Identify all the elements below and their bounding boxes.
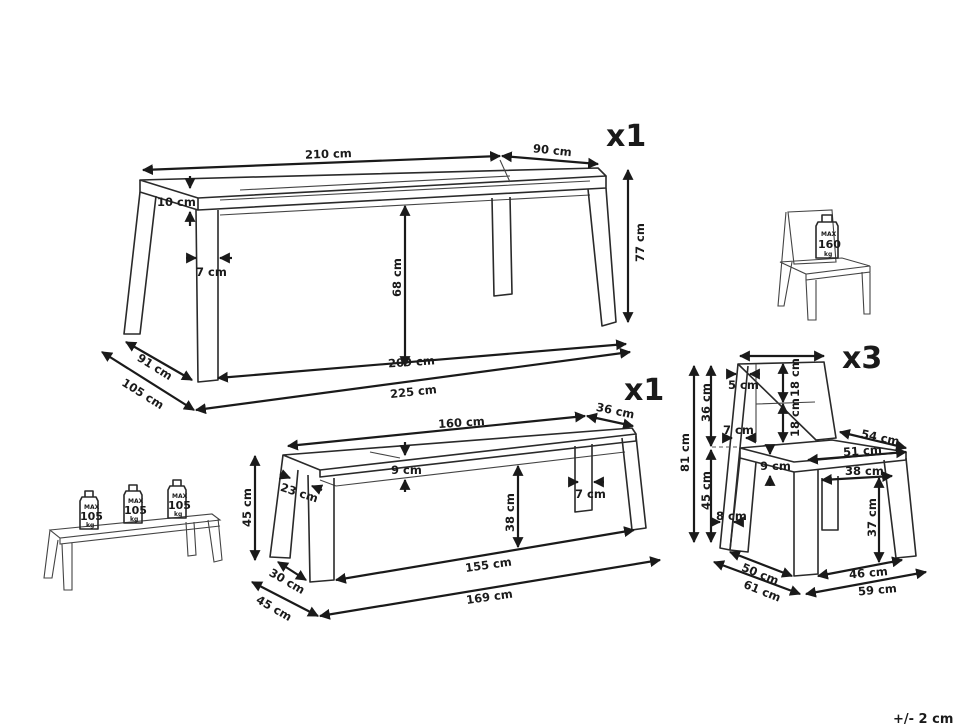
svg-text:kg: kg	[824, 251, 832, 258]
chair-drawing	[712, 361, 917, 577]
label-bench-total-width: 45 cm	[254, 592, 295, 624]
label-bench-height: 45 cm	[240, 488, 254, 527]
label-chair-inner-width: 38 cm	[845, 464, 884, 478]
label-bench-total-length: 169 cm	[465, 587, 513, 607]
label-chair-seat-height: 45 cm	[699, 471, 713, 510]
weight-icon: MAX 105 kg	[79, 490, 103, 530]
svg-text:105: 105	[124, 504, 147, 517]
label-bench-length: 160 cm	[438, 414, 486, 431]
label-chair-inner-front: 46 cm	[848, 564, 888, 581]
label-chair-seat-width: 51 cm	[843, 442, 883, 459]
bench-labels: x1 160 cm 36 cm 9 cm 23 cm 45 cm 38 cm 7…	[240, 373, 664, 624]
label-table-top-thickness: 10 cm	[157, 195, 196, 209]
label-table-width: 90 cm	[532, 141, 572, 159]
label-table-total-length: 225 cm	[389, 382, 437, 401]
label-table-clearance: 68 cm	[390, 258, 404, 297]
label-chair-slat-lower: 18 cm	[788, 398, 802, 437]
label-chair-total-height: 81 cm	[678, 433, 692, 472]
label-chair-leg-width: 7 cm	[723, 423, 754, 437]
svg-text:kg: kg	[130, 516, 138, 523]
table-dimensions	[101, 150, 634, 415]
label-chair-backrest-height: 36 cm	[699, 383, 713, 422]
label-table-inner-width: 91 cm	[135, 351, 175, 383]
svg-text:kg: kg	[174, 511, 182, 518]
chair-load-thumbnail: MAX 160 kg	[777, 209, 871, 321]
svg-text:MAX: MAX	[84, 504, 100, 511]
label-chair-total-width: 59 cm	[857, 581, 897, 598]
bench-quantity: x1	[624, 373, 664, 408]
weight-icon: MAX 105 kg	[123, 484, 147, 524]
svg-text:105: 105	[168, 499, 191, 512]
bench-load-thumbnail: MAX 105 kg MAX 105 kg MAX 105 kg	[43, 479, 223, 591]
svg-text:kg: kg	[86, 522, 94, 529]
label-chair-seat-thickness: 9 cm	[760, 459, 791, 473]
label-chair-slat-upper: 18 cm	[788, 358, 802, 397]
label-bench-clearance: 38 cm	[503, 493, 517, 532]
label-chair-post: 5 cm	[728, 378, 759, 392]
svg-text:MAX: MAX	[172, 493, 188, 500]
label-chair-leg-depth: 8 cm	[716, 509, 747, 523]
bench-dimensions	[249, 411, 662, 620]
svg-text:105: 105	[80, 510, 103, 523]
svg-text:MAX: MAX	[128, 498, 144, 505]
label-table-inner-length: 209 cm	[388, 353, 436, 370]
svg-text:MAX: MAX	[821, 231, 837, 238]
chair-labels: x3 5 cm 36 cm 18 cm 18 cm 7 cm 81 cm 54 …	[678, 341, 901, 605]
weight-icon: MAX 160 kg	[815, 214, 841, 259]
label-table-length: 210 cm	[305, 146, 352, 162]
label-table-leg-width: 7 cm	[196, 265, 227, 279]
label-table-total-width: 105 cm	[119, 375, 166, 412]
label-chair-clearance: 37 cm	[865, 498, 879, 537]
chair-dimensions	[688, 350, 928, 598]
label-bench-leg-width: 7 cm	[575, 487, 606, 501]
label-table-height: 77 cm	[633, 223, 647, 262]
table-quantity: x1	[606, 119, 646, 154]
label-bench-leg-depth: 23 cm	[279, 480, 320, 505]
svg-text:160: 160	[818, 238, 841, 251]
label-bench-inner-length: 155 cm	[464, 555, 512, 575]
chair-quantity: x3	[842, 341, 882, 376]
weight-icon: MAX 105 kg	[167, 479, 191, 519]
table-drawing	[123, 159, 617, 383]
label-bench-top-thickness: 9 cm	[391, 463, 422, 477]
tolerance-note: +/- 2 cm	[893, 712, 953, 727]
